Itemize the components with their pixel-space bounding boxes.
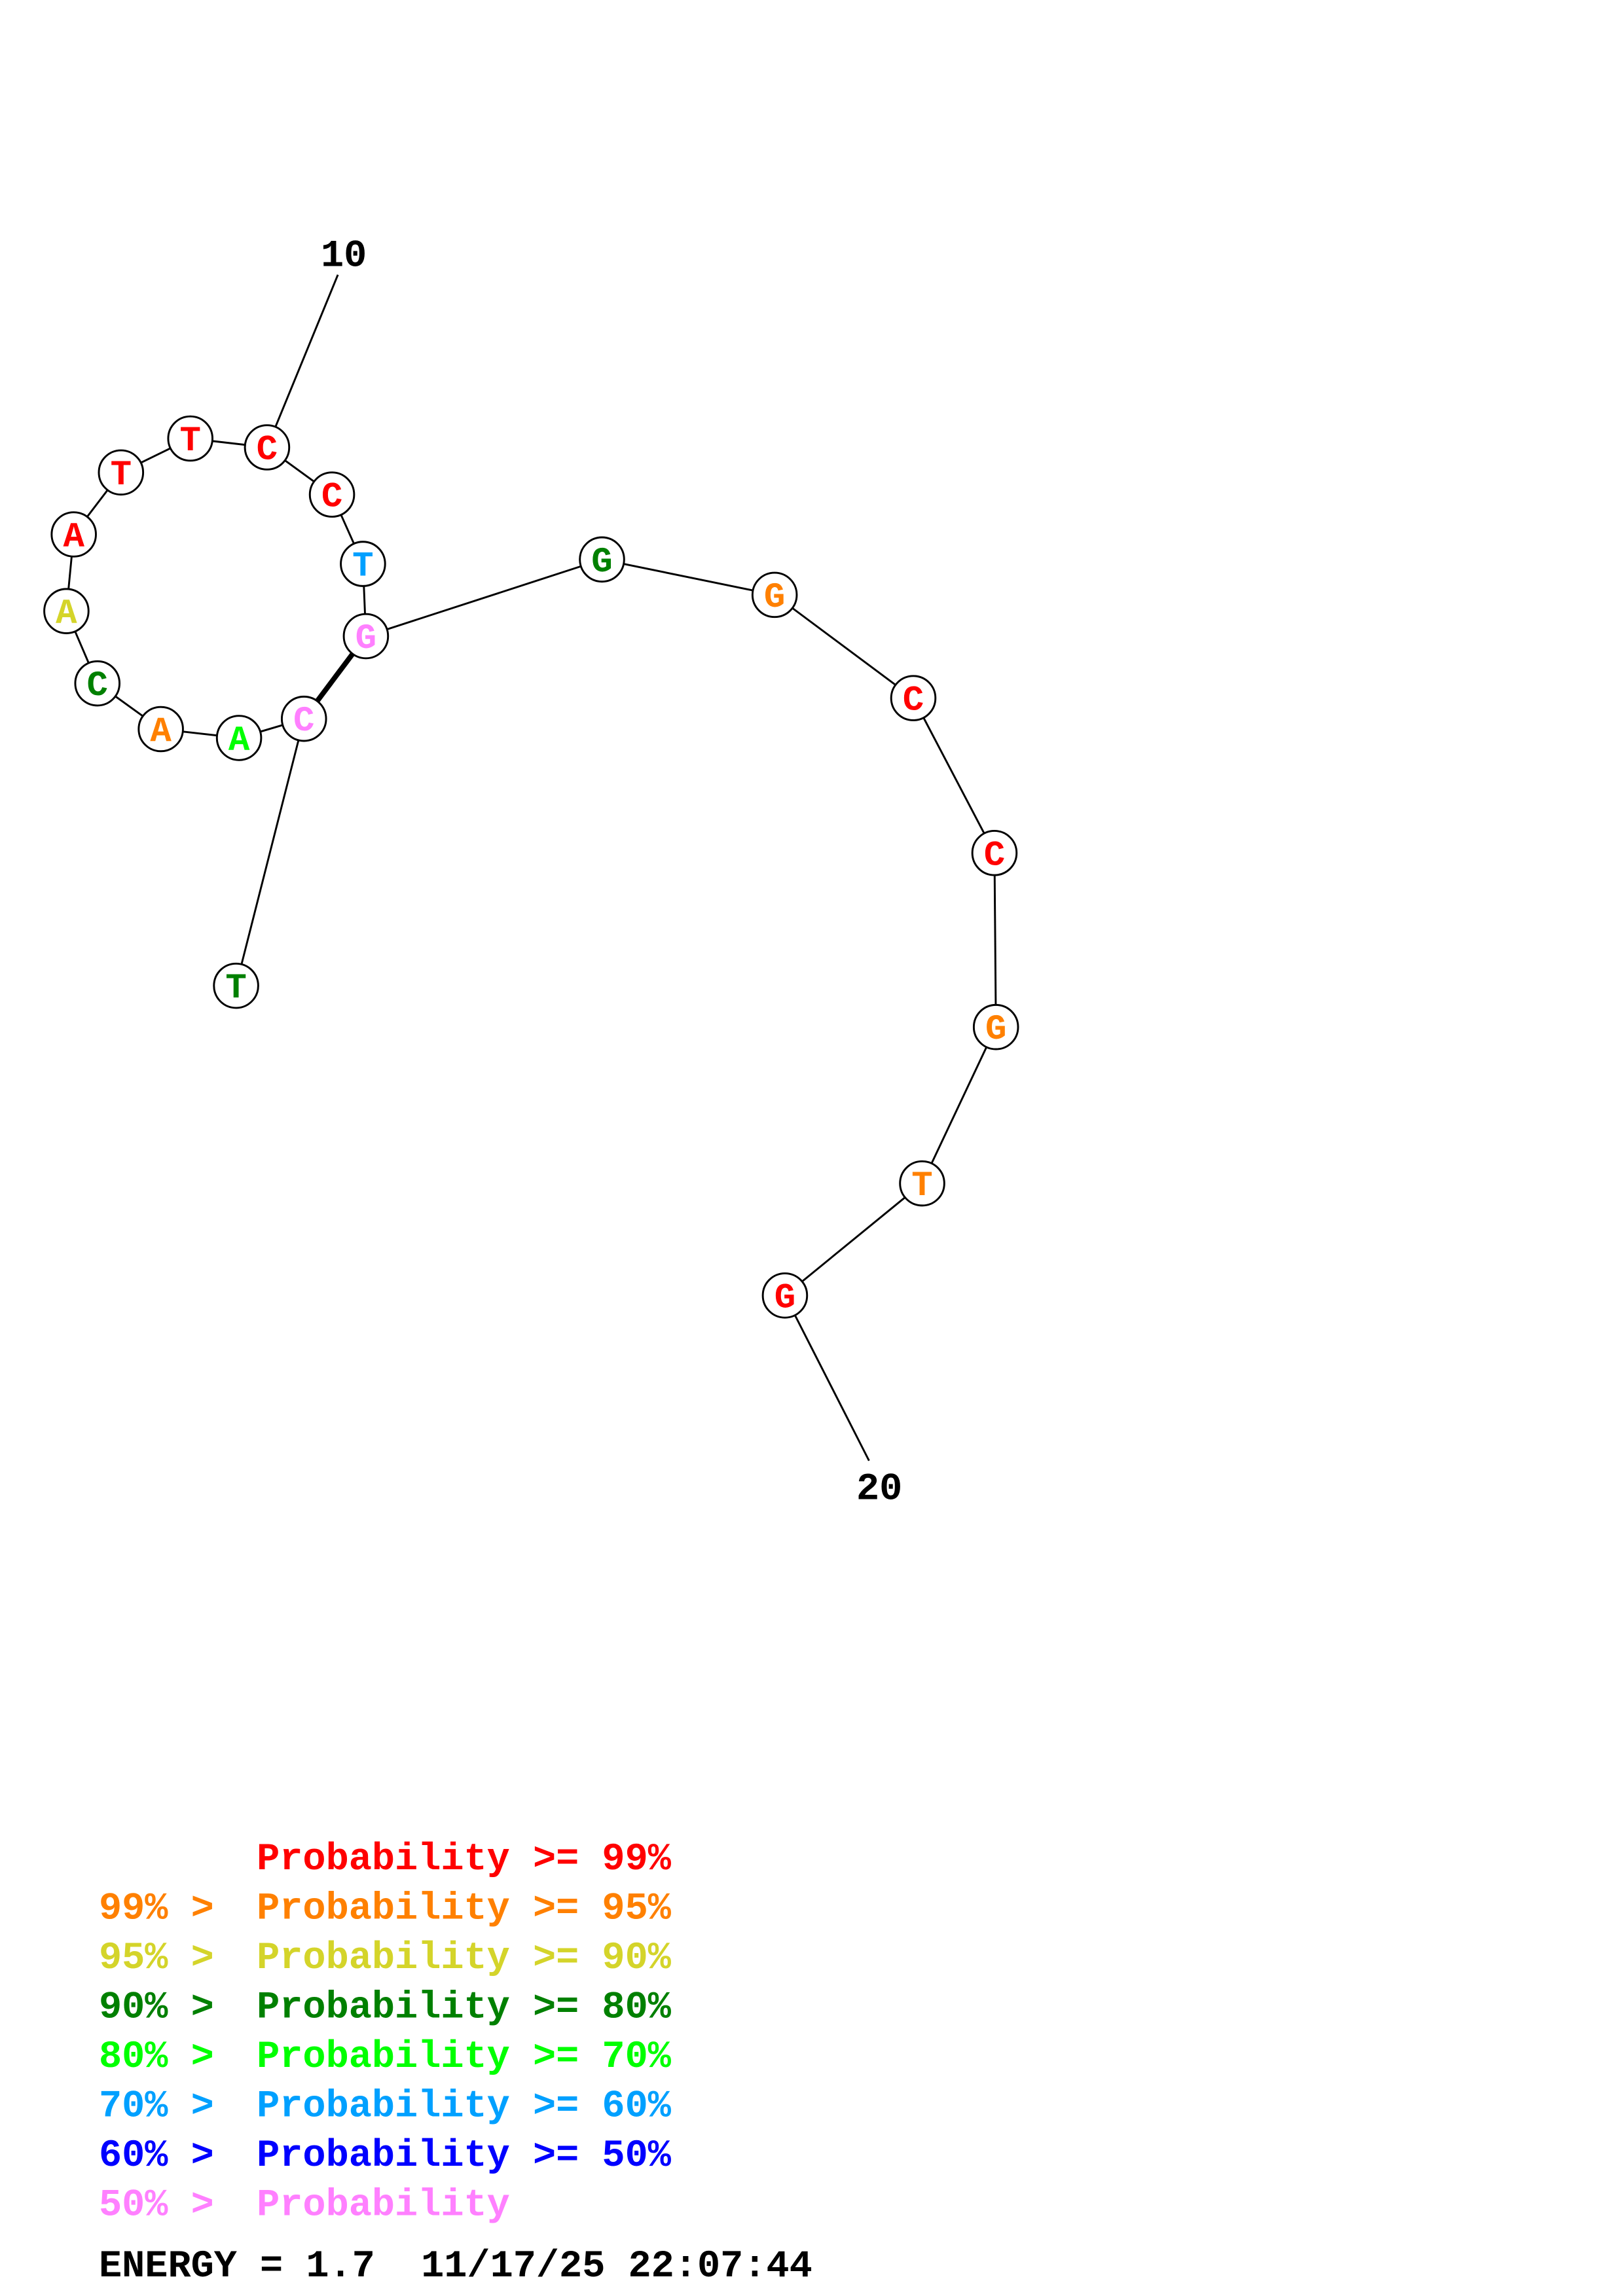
nucleotide-circle <box>50 511 97 558</box>
nucleotide-base: A <box>63 518 84 558</box>
backbone-bond <box>602 558 775 596</box>
nucleotide: A <box>43 588 90 634</box>
start-label-leader <box>266 274 339 448</box>
legend-prefix: 99% > <box>99 1887 214 1931</box>
legend-prefix: 80% > <box>99 2035 214 2079</box>
nucleotide-base: C <box>903 681 924 721</box>
nucleotide: T <box>213 962 259 1009</box>
nucleotide-base: C <box>293 702 314 742</box>
nucleotide-base: G <box>775 1278 795 1318</box>
nucleotide-circle <box>579 536 625 583</box>
nucleotide-base: G <box>591 543 612 583</box>
nucleotide-circle <box>244 424 291 471</box>
nucleotide-base: T <box>225 969 246 1009</box>
nucleotide-circle <box>137 706 184 753</box>
nucleotide-circle <box>899 1160 945 1207</box>
nucleotide: G <box>579 536 625 583</box>
nucleotide: C <box>244 424 291 471</box>
nucleotide: T <box>98 449 145 496</box>
nucleotide-circle <box>98 449 145 496</box>
legend-prefix: 70% > <box>99 2085 214 2128</box>
nucleotide: A <box>215 715 263 761</box>
backbone-bond <box>921 1026 997 1184</box>
legend-text: Probability >= 80% <box>257 1986 672 2030</box>
nucleotide-base: T <box>352 547 373 587</box>
legend-item: 80% > Probability >= 70% <box>99 2035 672 2079</box>
nucleotide: G <box>761 1272 809 1319</box>
nucleotide-circle <box>972 1003 1019 1050</box>
nucleotide-circle <box>167 415 213 462</box>
nucleotide-base: A <box>228 721 250 761</box>
nucleotide-circle <box>280 695 327 742</box>
nucleotide: T <box>340 541 386 587</box>
nucleotide-base: G <box>764 578 785 618</box>
nucleotide-base: G <box>985 1010 1006 1050</box>
legend-item: 60% > Probability >= 50% <box>99 2134 672 2178</box>
legend-item: 95% > Probability >= 90% <box>99 1936 672 1980</box>
nucleotide-circle <box>74 660 121 707</box>
nucleotide-base: G <box>356 619 376 659</box>
probability-legend: Probability >= 99% 99% > Probability >= 9… <box>99 1837 672 2227</box>
nucleotide-base: C <box>984 836 1005 876</box>
nucleotide: T <box>167 415 213 462</box>
nucleotide: A <box>137 706 184 753</box>
legend-item: 50% > Probability <box>99 2183 510 2227</box>
legend-text: Probability >= 70% <box>257 2035 672 2079</box>
nucleotide-base: T <box>179 422 200 461</box>
nucleotide: C <box>971 830 1018 876</box>
legend-prefix: 90% > <box>99 1986 214 2030</box>
nucleotide: C <box>890 675 937 721</box>
nucleotide-circle <box>340 541 386 587</box>
nucleotide: G <box>751 571 798 619</box>
nucleotide-circle <box>308 471 356 518</box>
nucleotide-base: A <box>56 594 77 634</box>
nucleotide-base: T <box>911 1166 932 1206</box>
end-label-leader <box>784 1295 870 1462</box>
nucleotide-circle <box>213 962 259 1009</box>
end-position-label: 20 <box>856 1467 902 1511</box>
nucleotide: T <box>899 1160 945 1207</box>
legend-text: Probability <box>257 2183 510 2227</box>
nucleotide: C <box>280 695 327 742</box>
nucleotide-circle <box>215 715 263 761</box>
backbone-bond <box>365 558 602 637</box>
backbone-bond <box>235 718 305 986</box>
nucleotide-circle <box>751 571 798 619</box>
nucleotide-base: T <box>111 456 132 495</box>
energy-footer: ENERGY = 1.7 11/17/25 22:07:44 <box>99 2244 812 2288</box>
backbone-bond <box>774 594 914 699</box>
nucleotide-base: A <box>150 712 172 752</box>
nucleotide-base: C <box>87 666 108 706</box>
legend-text: Probability >= 99% <box>257 1837 672 1881</box>
nucleotide: C <box>308 471 356 518</box>
nucleotide-circle <box>342 613 390 660</box>
legend-prefix: 95% > <box>99 1936 214 1980</box>
nucleotide-circle <box>761 1272 809 1319</box>
legend-prefix: 50% > <box>99 2183 214 2227</box>
legend-text: Probability >= 90% <box>257 1936 672 1980</box>
backbone-bond <box>993 853 997 1028</box>
legend-text: Probability >= 60% <box>257 2085 672 2128</box>
legend-text: Probability >= 50% <box>257 2134 672 2178</box>
start-position-label: 10 <box>321 234 367 278</box>
nucleotide: C <box>74 660 121 707</box>
legend-text: Probability >= 95% <box>257 1887 672 1931</box>
legend-item: 99% > Probability >= 95% <box>99 1887 672 1931</box>
nucleotide: G <box>972 1003 1019 1050</box>
legend-item: 70% > Probability >= 60% <box>99 2085 672 2128</box>
legend-item: 90% > Probability >= 80% <box>99 1986 672 2030</box>
nucleotide-circle <box>43 588 90 634</box>
legend-item: Probability >= 99% <box>257 1837 672 1881</box>
nucleotide-circle <box>890 675 937 721</box>
nucleotide-base: C <box>257 431 278 471</box>
backbone-bond <box>784 1182 923 1297</box>
nucleotide: G <box>342 613 390 660</box>
nucleotide-base: C <box>321 478 342 518</box>
nucleotide-circle <box>971 830 1018 876</box>
backbone-bond <box>912 697 996 853</box>
nucleotide: A <box>50 511 97 558</box>
legend-prefix: 60% > <box>99 2134 214 2178</box>
